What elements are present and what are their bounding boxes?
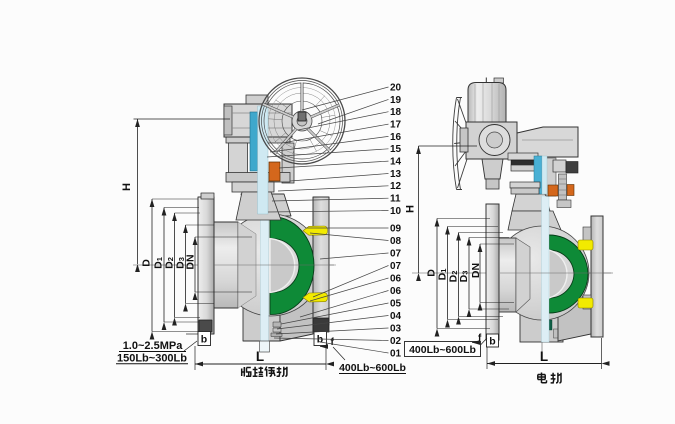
svg-text:D: D [425, 269, 437, 277]
svg-text:b: b [489, 336, 495, 348]
svg-text:04: 04 [390, 311, 402, 322]
svg-text:D3: D3 [174, 257, 186, 269]
svg-text:D2: D2 [163, 257, 175, 269]
svg-text:17: 17 [390, 120, 402, 131]
svg-text:400Lb~600Lb: 400Lb~600Lb [339, 362, 406, 374]
svg-text:D1: D1 [436, 269, 448, 281]
svg-text:13: 13 [390, 169, 402, 180]
svg-text:H: H [404, 205, 416, 213]
svg-text:DN: DN [184, 254, 196, 269]
svg-text:D2: D2 [447, 271, 459, 283]
svg-text:f: f [478, 333, 482, 344]
svg-text:05: 05 [390, 298, 402, 309]
svg-text:DN: DN [470, 263, 482, 278]
svg-text:06: 06 [390, 273, 402, 284]
svg-text:19: 19 [390, 95, 402, 106]
svg-text:f: f [331, 337, 335, 348]
svg-text:09: 09 [390, 223, 402, 234]
svg-text:20: 20 [390, 83, 402, 94]
svg-text:07: 07 [390, 261, 402, 272]
svg-text:15: 15 [390, 144, 402, 155]
svg-text:16: 16 [390, 132, 402, 143]
svg-text:b: b [317, 334, 323, 346]
svg-text:08: 08 [390, 236, 402, 247]
svg-text:1.0~2.5MPa: 1.0~2.5MPa [123, 340, 184, 352]
svg-text:D1: D1 [152, 257, 164, 269]
svg-text:03: 03 [390, 323, 402, 334]
svg-text:01: 01 [390, 348, 402, 359]
svg-text:11: 11 [390, 194, 401, 205]
svg-text:12: 12 [390, 181, 402, 192]
svg-text:L: L [540, 349, 548, 364]
svg-text:L: L [256, 349, 264, 364]
svg-text:b: b [201, 334, 207, 346]
svg-text:14: 14 [390, 157, 402, 168]
svg-text:02: 02 [390, 336, 402, 347]
svg-text:D3: D3 [458, 271, 470, 283]
svg-text:D: D [140, 259, 152, 267]
svg-text:400Lb~600Lb: 400Lb~600Lb [409, 344, 476, 356]
svg-text:10: 10 [390, 206, 402, 217]
svg-text:06: 06 [390, 286, 402, 297]
svg-text:18: 18 [390, 107, 402, 118]
svg-text:150Lb~300Lb: 150Lb~300Lb [117, 353, 187, 365]
svg-text:H: H [121, 183, 133, 191]
svg-text:07: 07 [390, 248, 402, 259]
